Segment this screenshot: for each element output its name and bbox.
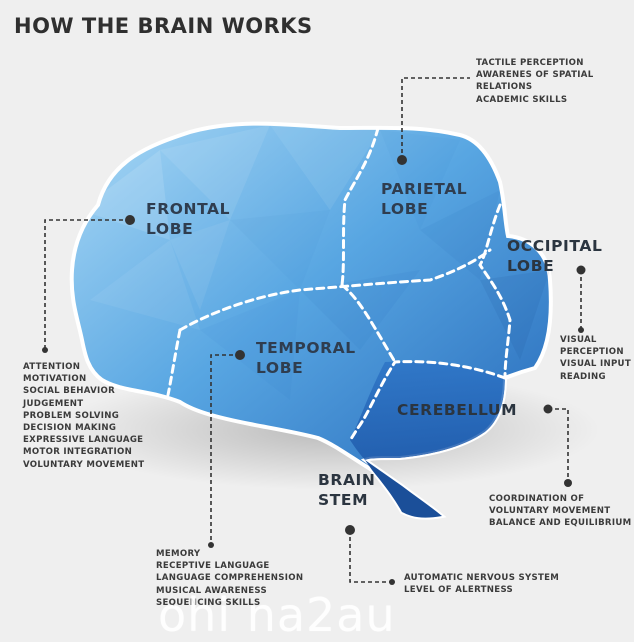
temporal-functions: MEMORY RECEPTIVE LANGUAGE LANGUAGE COMPR…: [156, 548, 303, 609]
temporal-lobe-label: TEMPORAL LOBE: [256, 338, 356, 378]
brainstem-dot: [345, 525, 355, 535]
brain-stem-label-line-2: STEM: [318, 491, 369, 509]
frontal-lobe-label: FRONTAL LOBE: [146, 199, 230, 239]
list-item: DECISION MAKING: [23, 423, 117, 434]
occipital-lobe-label: OCCIPITAL LOBE: [507, 236, 602, 276]
marker-dots: [42, 155, 586, 585]
cerebellum-label-line-1: CEREBELLUM: [397, 401, 518, 419]
frontal-dot: [125, 215, 135, 225]
brainstem-leader: [349, 530, 392, 583]
list-item: LANGUAGE COMPREHENSION: [156, 573, 304, 584]
occipital-functions: VISUAL PERCEPTION VISUAL INPUT READING: [560, 334, 631, 383]
brain-stem-functions: AUTOMATIC NERVOUS SYSTEM LEVEL OF ALERTN…: [404, 572, 559, 596]
parietal-lobe-label-line-1: PARIETAL: [381, 180, 468, 198]
parietal-dot: [397, 155, 407, 165]
brain-stem-region: [365, 460, 442, 518]
list-item: MOTIVATION: [23, 374, 87, 385]
list-item: VOLUNTARY MOVEMENT: [23, 459, 145, 470]
cerebellum-functions: COORDINATION OF VOLUNTARY MOVEMENT BALAN…: [489, 493, 631, 530]
cerebellum-dot: [543, 404, 553, 414]
list-item: MOTOR INTEGRATION: [23, 447, 133, 458]
list-item: AWARENES OF SPATIAL: [476, 70, 594, 81]
list-item: LEVEL OF ALERTNESS: [404, 585, 514, 596]
brain-stem-label-line-1: BRAIN: [318, 471, 376, 489]
list-item: EXPRESSIVE LANGUAGE: [23, 435, 144, 446]
list-item: PROBLEM SOLVING: [23, 410, 120, 421]
list-item: SEQUENCING SKILLS: [156, 597, 261, 608]
list-item: BALANCE AND EQUILIBRIUM: [489, 518, 632, 529]
frontal-lobe-label-line-2: LOBE: [146, 220, 194, 238]
temporal-lobe-label-line-1: TEMPORAL: [256, 339, 356, 357]
temporal-leader: [210, 354, 240, 545]
list-item: READING: [560, 371, 606, 382]
leader-lines: [44, 77, 582, 583]
occipital-lobe-label-line-1: OCCIPITAL: [507, 237, 603, 255]
cerebellum-end-dot: [564, 479, 572, 487]
list-item: VOLUNTARY MOVEMENT: [489, 506, 611, 517]
list-item: VISUAL INPUT: [560, 359, 631, 370]
parietal-lobe-label: PARIETAL LOBE: [381, 179, 467, 219]
list-item: TACTILE PERCEPTION: [476, 58, 584, 68]
watermark: ohi na2au: [158, 588, 396, 642]
lobe-boundaries: [166, 126, 512, 442]
list-item: MEMORY: [156, 549, 201, 559]
brainstem-end-dot: [389, 579, 395, 585]
cerebellum-region: [350, 361, 505, 460]
brain-stem-label: BRAIN STEM: [318, 470, 376, 510]
list-item: RELATIONS: [476, 82, 533, 93]
parietal-functions: TACTILE PERCEPTION AWARENES OF SPATIAL R…: [476, 57, 593, 106]
list-item: COORDINATION OF: [489, 494, 585, 504]
list-item: RECEPTIVE LANGUAGE: [156, 561, 270, 572]
list-item: JUDGEMENT: [23, 398, 84, 409]
temporal-dot: [235, 350, 245, 360]
frontal-end-dot: [42, 347, 48, 353]
occipital-lobe-label-line-2: LOBE: [507, 257, 555, 275]
occipital-dot: [576, 265, 586, 275]
list-item: ACADEMIC SKILLS: [476, 94, 568, 105]
cerebellum-label: CEREBELLUM: [397, 400, 517, 420]
parietal-lobe-label-line-2: LOBE: [381, 200, 429, 218]
list-item: MUSICAL AWARENESS: [156, 585, 267, 596]
frontal-leader: [44, 219, 130, 350]
frontal-functions: ATTENTION MOTIVATION SOCIAL BEHAVIOR JUD…: [23, 361, 144, 471]
parietal-leader: [401, 77, 470, 160]
frontal-lobe-label-line-1: FRONTAL: [146, 200, 231, 218]
list-item: AUTOMATIC NERVOUS SYSTEM: [404, 573, 560, 583]
list-item: VISUAL: [560, 335, 597, 345]
temporal-lobe-label-line-2: LOBE: [256, 359, 304, 377]
temporal-end-dot: [208, 542, 214, 548]
cerebellum-leader: [548, 408, 569, 485]
occipital-end-dot: [578, 327, 584, 333]
list-item: ATTENTION: [23, 362, 81, 372]
page-title: HOW THE BRAIN WORKS: [14, 14, 313, 38]
list-item: SOCIAL BEHAVIOR: [23, 386, 116, 397]
list-item: PERCEPTION: [560, 347, 624, 358]
